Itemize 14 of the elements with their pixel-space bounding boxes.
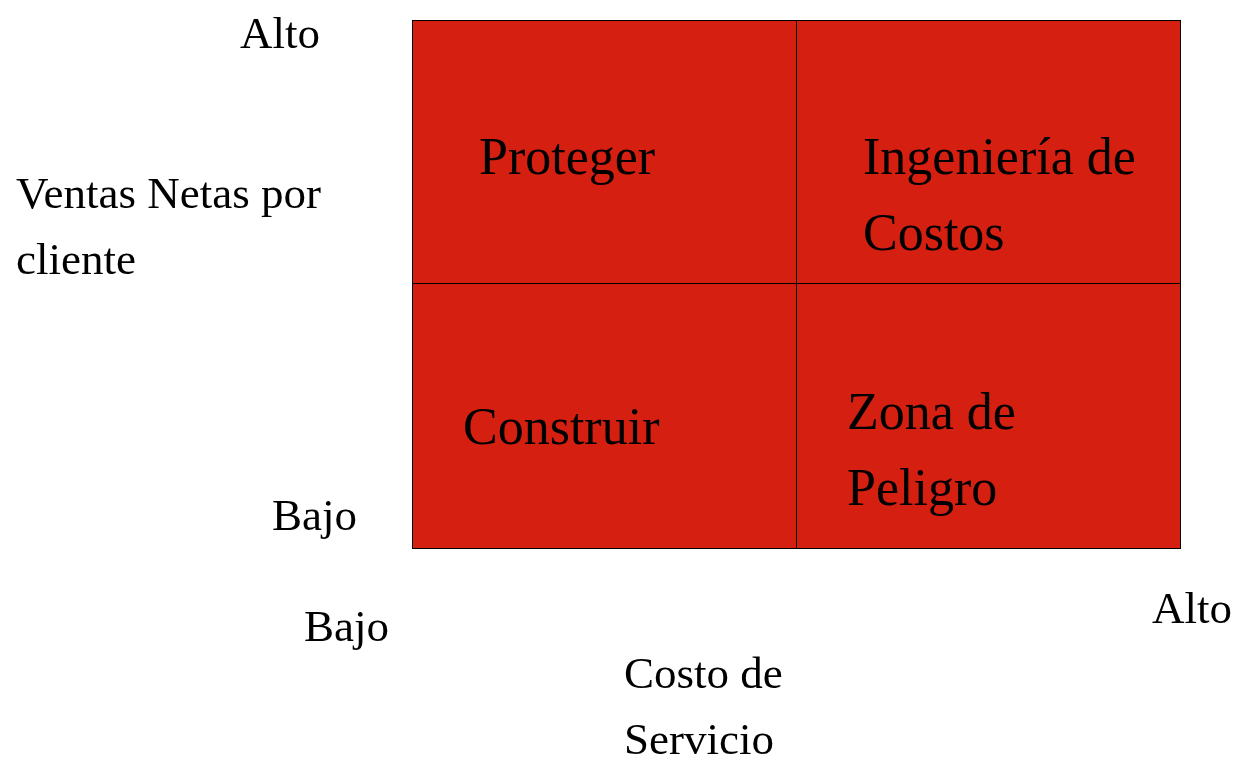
axis-end-label: Alto <box>1152 582 1233 635</box>
axis-end-label: Bajo <box>304 600 390 653</box>
quadrant-label: Zona de Peligro <box>847 382 1017 518</box>
axis-title: Costo de Servicio <box>624 647 784 757</box>
quadrant-label: Construir <box>463 397 661 457</box>
axis-title: Ventas Netas por cliente <box>16 167 322 286</box>
quadrant-cell <box>412 20 797 285</box>
axis-end-label: Bajo <box>272 489 358 542</box>
quadrant-cell <box>796 20 1181 285</box>
quadrant-label: Ingeniería de Costos <box>863 127 1137 263</box>
quadrant-cell <box>796 283 1181 549</box>
axis-end-label: Alto <box>240 7 321 60</box>
quadrant-cell <box>412 283 797 549</box>
quadrant-label: Proteger <box>479 127 657 187</box>
